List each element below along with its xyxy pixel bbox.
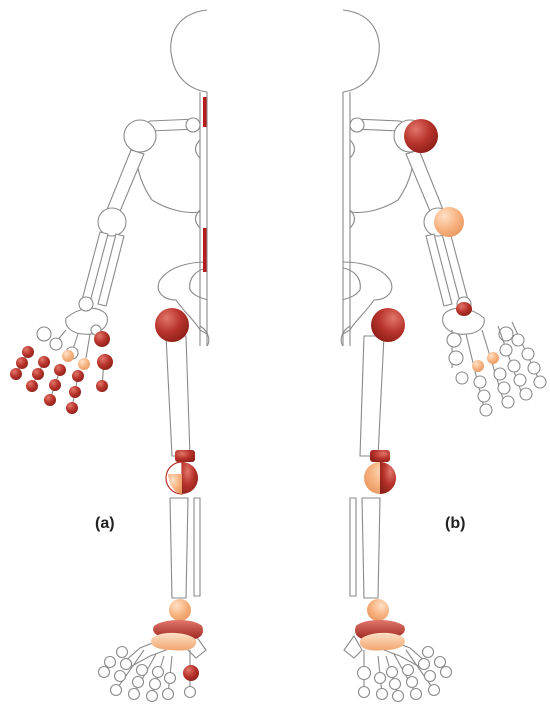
ankle-joint <box>169 599 191 621</box>
ankle-joint <box>367 599 389 621</box>
shoulder-joint <box>404 119 438 153</box>
knee-joint <box>364 450 396 494</box>
finger-joint <box>16 357 28 369</box>
elbow-joint <box>434 207 464 237</box>
finger-joint <box>72 370 84 382</box>
thumb-joint <box>97 354 113 370</box>
finger-joint <box>38 356 50 368</box>
lumbar-spine-marker <box>203 228 207 272</box>
skeleton-panel-b: (b) <box>341 10 546 702</box>
finger-joint <box>10 368 22 380</box>
finger-joint-mild <box>487 352 499 364</box>
finger-joint <box>26 380 38 392</box>
skeleton-outline <box>37 10 209 666</box>
finger-joint <box>66 402 78 414</box>
finger-joint <box>22 346 34 358</box>
finger-joint <box>32 368 44 380</box>
thumb-joint <box>94 331 110 347</box>
finger-joint <box>44 394 56 406</box>
hip-joint <box>371 308 405 342</box>
hand-bones <box>447 322 546 416</box>
finger-joint <box>69 386 81 398</box>
hip-joint <box>155 308 189 342</box>
knee-joint <box>166 450 198 494</box>
wrist-joint <box>456 302 472 316</box>
panel-label-a: (a) <box>95 515 115 532</box>
finger-joint-mild <box>472 360 484 372</box>
panel-label-b: (b) <box>445 515 465 532</box>
thumb-joint <box>96 380 108 392</box>
finger-joint <box>49 379 61 391</box>
tarsal-bands <box>355 620 405 651</box>
finger-joint-mild <box>78 358 90 370</box>
finger-joint-mild <box>62 350 74 362</box>
big-toe-joint <box>183 665 199 681</box>
skeleton-panel-a: (a) <box>10 10 209 702</box>
skeleton-outline <box>341 10 513 666</box>
cervical-spine-marker <box>203 97 207 127</box>
finger-joint <box>54 364 66 376</box>
